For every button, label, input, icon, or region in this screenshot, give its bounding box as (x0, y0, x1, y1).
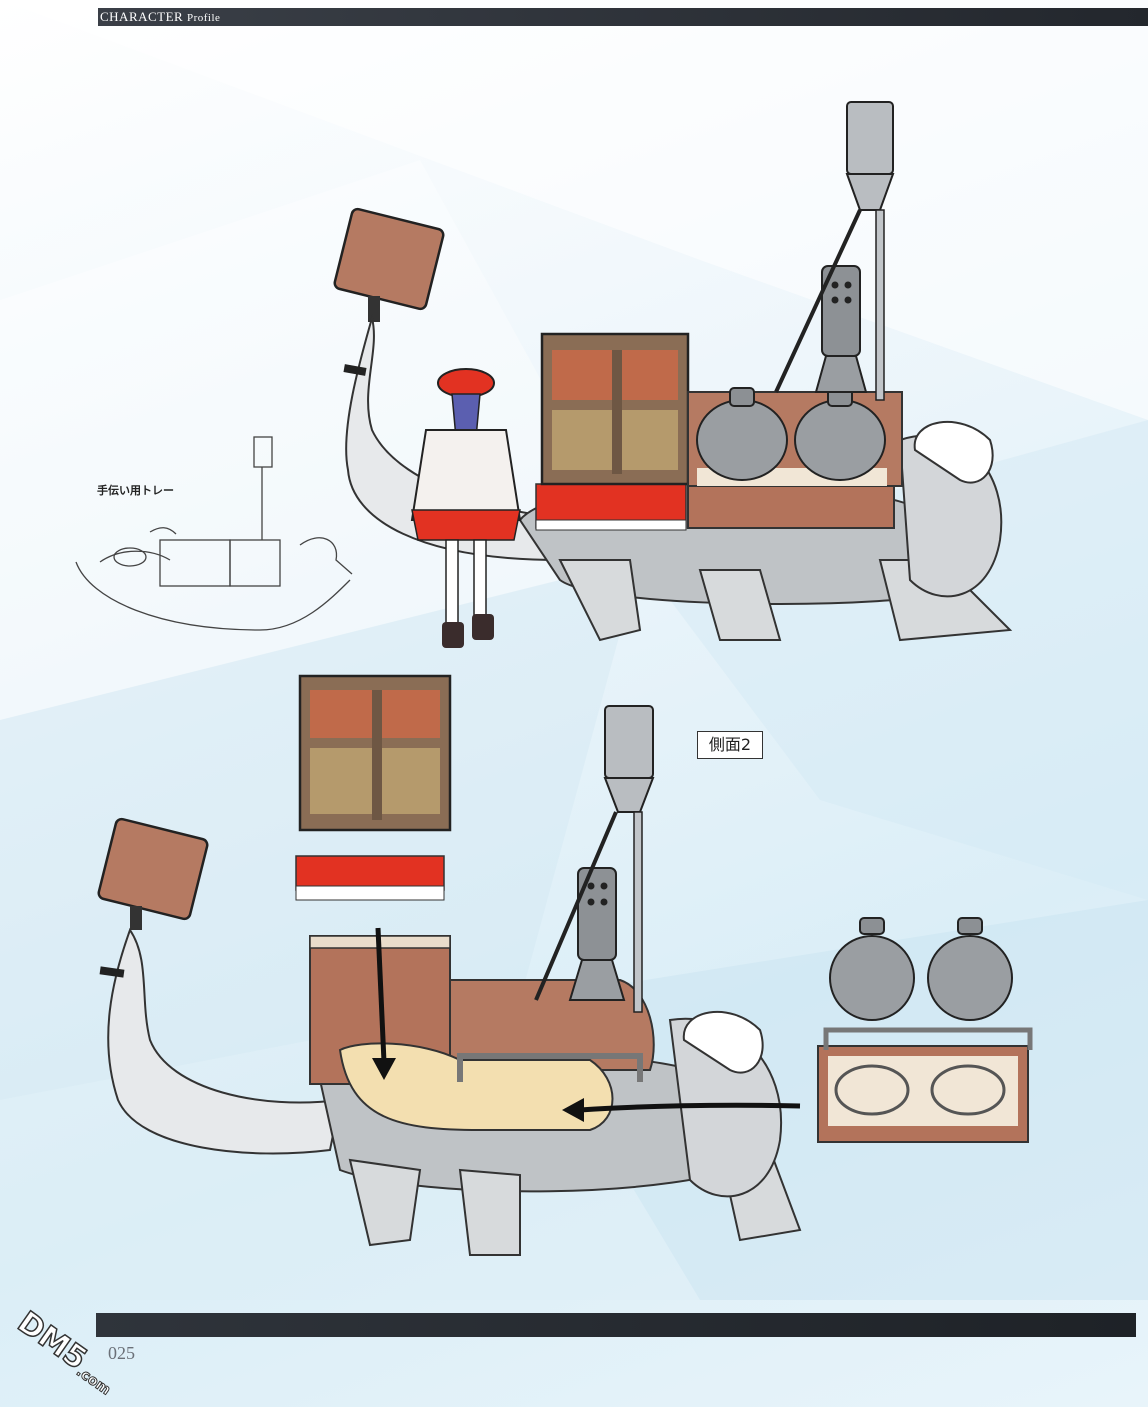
side-view-label: 側面2 (697, 731, 763, 759)
footer-bar (96, 1313, 1136, 1337)
turtle-exploded-side-view (97, 674, 802, 1256)
header-title: CHARACTER Profile (100, 9, 221, 24)
tray-label: 手伝い用トレー (97, 484, 174, 497)
character-figure (410, 368, 522, 648)
page-number: 025 (108, 1343, 135, 1363)
header-bar (98, 8, 1148, 26)
tray-sketch (75, 436, 353, 631)
signboard-icon (333, 207, 445, 322)
turtle-with-character-and-kitchen (333, 101, 1013, 648)
pot-and-tray-set (817, 917, 1033, 1143)
dm5-watermark-logo: DM5 .com (10, 1304, 114, 1396)
svg-text:.com: .com (73, 1364, 113, 1396)
